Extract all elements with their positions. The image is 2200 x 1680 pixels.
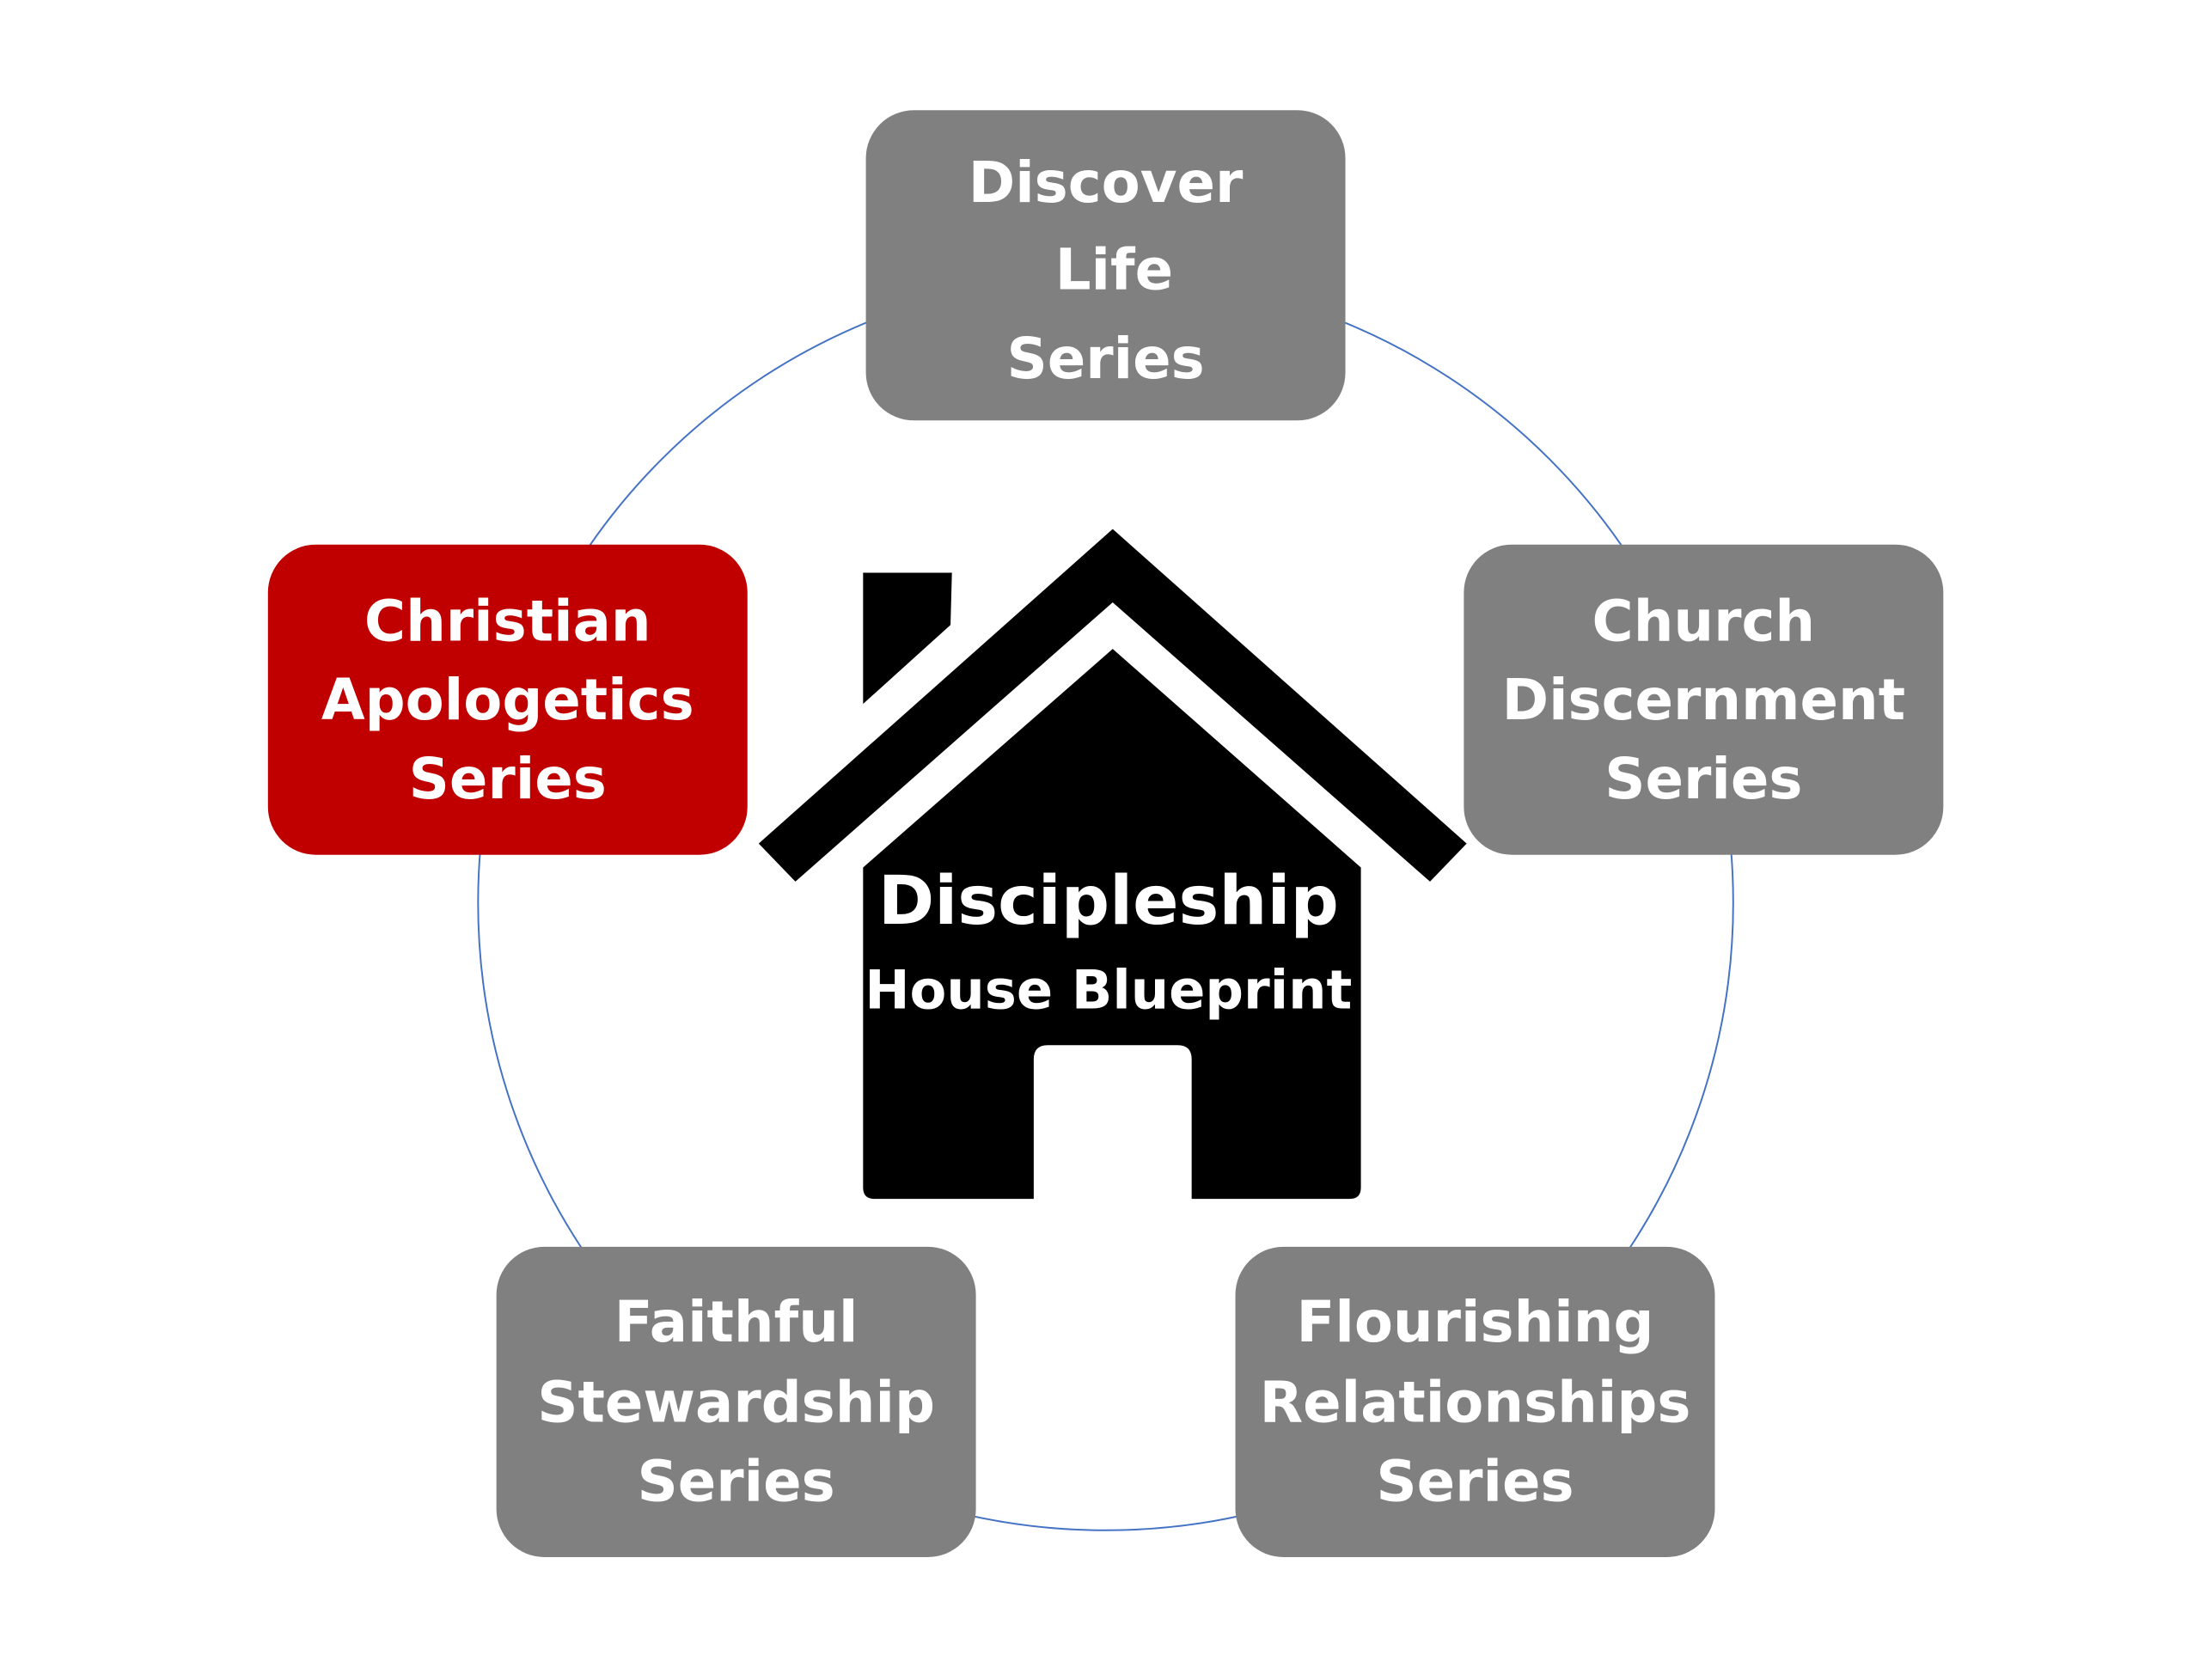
node-label-line: Flourishing xyxy=(1297,1290,1654,1355)
node-box xyxy=(865,110,1346,421)
node-label-line: Series xyxy=(1604,747,1802,812)
node-flourishing-relationships[interactable]: Flourishing Relationships Series xyxy=(1235,1246,1715,1557)
center-title: Discipleship xyxy=(878,861,1339,940)
node-box xyxy=(496,1246,976,1557)
house-body xyxy=(863,649,1361,1200)
node-label-line: Series xyxy=(1006,327,1204,392)
house-icon xyxy=(758,528,1467,1200)
house-roof xyxy=(758,528,1467,882)
node-label-line: Relationships xyxy=(1260,1370,1691,1435)
node-discover-life[interactable]: Discover Life Series xyxy=(865,110,1346,421)
house-chimney xyxy=(863,572,952,705)
node-faithful-stewardship[interactable]: Faithful Stewardship Series xyxy=(496,1246,976,1557)
node-label-line: Discernment xyxy=(1502,668,1906,733)
node-box-highlighted xyxy=(267,544,748,855)
node-box xyxy=(1464,544,1944,855)
node-label-line: Apologetics xyxy=(321,668,694,733)
node-label-line: Discover xyxy=(969,150,1244,216)
node-label-line: Church xyxy=(1592,589,1816,654)
node-box xyxy=(1235,1246,1715,1557)
node-label-line: Christian xyxy=(364,589,651,654)
node-label-line: Series xyxy=(1376,1449,1574,1514)
node-label-line: Stewardship xyxy=(537,1370,935,1435)
node-christian-apologetics[interactable]: Christian Apologetics Series xyxy=(267,544,748,855)
node-label-line: Faithful xyxy=(614,1290,859,1355)
node-church-discernment[interactable]: Church Discernment Series xyxy=(1464,544,1944,855)
node-label-line: Life xyxy=(1055,238,1173,303)
node-label-line: Series xyxy=(638,1449,835,1514)
node-label-line: Series xyxy=(409,747,607,812)
center-subtitle: House Blueprint xyxy=(865,959,1352,1022)
